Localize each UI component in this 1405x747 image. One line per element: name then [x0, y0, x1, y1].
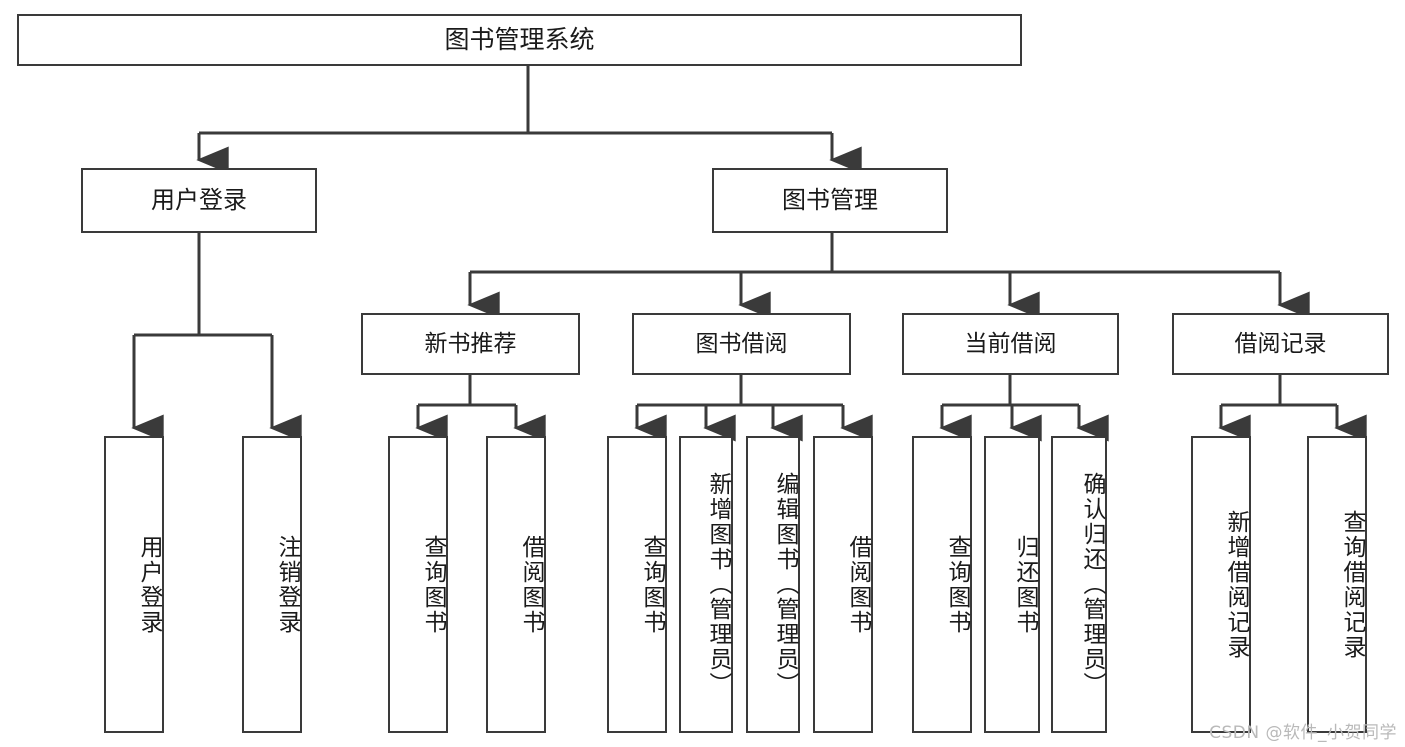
leaf-label: 查询图书 [420, 534, 446, 635]
node-current-borrow-label: 当前借阅 [964, 330, 1057, 357]
leaf-label: 借阅图书 [845, 534, 871, 635]
leaf-label: 确认归还（管理员） [1079, 472, 1105, 697]
node-borrow-record[interactable]: 借阅记录 [1172, 313, 1389, 375]
node-book-management-label: 图书管理 [782, 185, 878, 214]
leaf-node[interactable]: 查询图书 [912, 436, 972, 733]
watermark: CSDN @软件_小贺同学 [1209, 723, 1397, 743]
leaf-node[interactable]: 查询图书 [607, 436, 667, 733]
leaf-label: 注销登录 [274, 534, 300, 635]
node-book-borrow-label: 图书借阅 [695, 330, 788, 357]
leaf-label: 编辑图书（管理员） [772, 472, 798, 697]
node-book-management[interactable]: 图书管理 [712, 168, 948, 233]
leaf-label: 查询借阅记录 [1339, 509, 1365, 660]
node-root-label: 图书管理系统 [444, 24, 595, 54]
leaf-label: 查询图书 [944, 534, 970, 635]
leaf-node[interactable]: 用户登录 [104, 436, 164, 733]
leaf-node[interactable]: 编辑图书（管理员） [746, 436, 800, 733]
leaf-label: 新增图书（管理员） [705, 472, 731, 697]
node-root[interactable]: 图书管理系统 [17, 14, 1022, 66]
node-user-login-label: 用户登录 [151, 185, 247, 214]
leaf-label: 查询图书 [639, 534, 665, 635]
node-new-book-recommend[interactable]: 新书推荐 [361, 313, 580, 375]
leaf-node[interactable]: 新增借阅记录 [1191, 436, 1251, 733]
node-user-login[interactable]: 用户登录 [81, 168, 317, 233]
leaf-node[interactable]: 归还图书 [984, 436, 1040, 733]
leaf-label: 借阅图书 [518, 534, 544, 635]
leaf-label: 新增借阅记录 [1223, 509, 1249, 660]
leaf-node[interactable]: 查询借阅记录 [1307, 436, 1367, 733]
leaf-node[interactable]: 借阅图书 [813, 436, 873, 733]
leaf-node[interactable]: 注销登录 [242, 436, 302, 733]
leaf-node[interactable]: 新增图书（管理员） [679, 436, 733, 733]
node-borrow-record-label: 借阅记录 [1234, 330, 1327, 357]
leaf-node[interactable]: 借阅图书 [486, 436, 546, 733]
node-book-borrow[interactable]: 图书借阅 [632, 313, 851, 375]
leaf-label: 归还图书 [1012, 534, 1038, 635]
leaf-node[interactable]: 确认归还（管理员） [1051, 436, 1107, 733]
leaf-label: 用户登录 [136, 534, 162, 635]
node-current-borrow[interactable]: 当前借阅 [902, 313, 1119, 375]
leaf-node[interactable]: 查询图书 [388, 436, 448, 733]
node-new-book-recommend-label: 新书推荐 [424, 330, 517, 357]
